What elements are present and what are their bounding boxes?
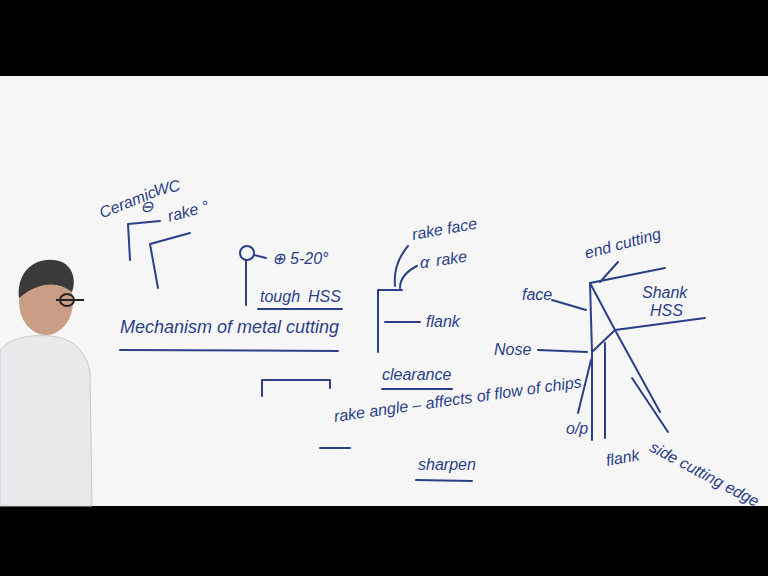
handwritten-label: face [522, 286, 552, 304]
handwritten-label: HSS [650, 302, 683, 320]
marker-strokes [120, 221, 705, 481]
lecturer-hair [19, 260, 74, 298]
leader-line [600, 262, 618, 282]
underline [120, 350, 338, 351]
tool-face [590, 283, 615, 352]
lecturer-glasses [56, 294, 84, 306]
handwritten-label: ⊖ [140, 198, 153, 216]
leader-line [632, 378, 668, 432]
underline [320, 447, 350, 449]
leader-line [400, 266, 417, 288]
handwritten-label: o/p [566, 420, 588, 438]
handwritten-label: sharpen [418, 456, 476, 474]
tool-body [590, 268, 705, 440]
tool-sketch [128, 221, 160, 260]
tool-tip-circle [240, 246, 254, 260]
leader-line [385, 321, 420, 323]
heading: Mechanism of metal cutting [120, 318, 339, 338]
underline [258, 308, 342, 310]
handwritten-label: ⊕ [272, 250, 285, 268]
handwritten-label: α [420, 254, 429, 272]
lecturer [0, 260, 92, 506]
handwritten-label: flank [426, 313, 460, 331]
tool-sketch [262, 380, 330, 396]
handwritten-label: tough [260, 288, 300, 306]
handwritten-label: HSS [308, 288, 341, 306]
underline [382, 388, 452, 390]
underline [416, 480, 472, 481]
tool-sketch [150, 233, 190, 288]
handwritten-label: 5-20° [290, 250, 328, 268]
leader-line [538, 350, 587, 352]
leader-line [552, 300, 586, 310]
lecturer-shirt [0, 336, 92, 506]
handwritten-label: Nose [494, 341, 531, 359]
handwritten-label: clearance [382, 366, 451, 384]
handwritten-label: Shank [642, 284, 687, 302]
